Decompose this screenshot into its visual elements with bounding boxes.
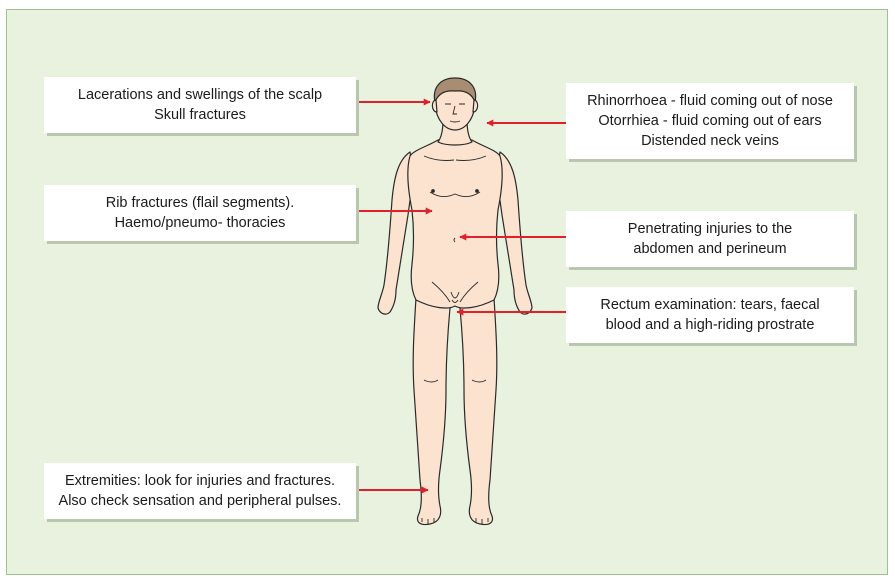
human-body-figure [378, 78, 532, 525]
label-extremities-line2: Also check sensation and peripheral puls… [59, 491, 342, 511]
label-scalp-line2: Skull fractures [154, 105, 246, 125]
left-ear [432, 100, 437, 112]
label-rectum: Rectum examination: tears, faecal blood … [566, 287, 854, 343]
right-nipple [476, 190, 479, 193]
label-nose-ears: Rhinorrhoea - fluid coming out of nose O… [566, 83, 854, 159]
label-nose-ears-line1: Rhinorrhoea - fluid coming out of nose [587, 91, 833, 111]
label-rectum-line2: blood and a high-riding prostrate [606, 315, 815, 335]
label-abdomen-line2: abdomen and perineum [633, 239, 786, 259]
label-scalp-line1: Lacerations and swellings of the scalp [78, 85, 322, 105]
label-nose-ears-line2: Otorrhiea - fluid coming out of ears [598, 111, 821, 131]
label-scalp: Lacerations and swellings of the scalp S… [44, 77, 356, 133]
left-nipple [432, 190, 435, 193]
label-abdomen: Penetrating injuries to the abdomen and … [566, 211, 854, 267]
label-ribs-line1: Rib fractures (flail segments). [106, 193, 295, 213]
label-extremities-line1: Extremities: look for injuries and fract… [65, 471, 335, 491]
label-abdomen-line1: Penetrating injuries to the [628, 219, 792, 239]
torso [408, 140, 502, 308]
label-ribs: Rib fractures (flail segments). Haemo/pn… [44, 185, 356, 241]
right-leg [460, 298, 497, 525]
right-ear [473, 100, 478, 112]
label-nose-ears-line3: Distended neck veins [641, 131, 779, 151]
label-extremities: Extremities: look for injuries and fract… [44, 463, 356, 519]
label-rectum-line1: Rectum examination: tears, faecal [600, 295, 819, 315]
label-ribs-line2: Haemo/pneumo- thoracies [115, 213, 286, 233]
